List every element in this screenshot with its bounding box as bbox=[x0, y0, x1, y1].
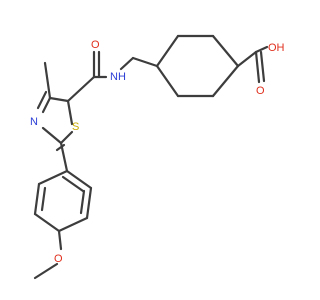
cyclohexane-ring bbox=[155, 34, 240, 98]
bond-th-c2-double bbox=[55, 143, 66, 152]
bond-th-c5-s bbox=[66, 99, 74, 126]
bond-c-o-double-1 bbox=[254, 50, 261, 84]
atom-s-label: S bbox=[72, 121, 79, 133]
amide-bonds bbox=[66, 50, 108, 103]
atom-oh-label: OH bbox=[268, 42, 285, 54]
bond-ph-5 bbox=[33, 182, 41, 216]
bond-ph-4 bbox=[33, 212, 61, 233]
bond-cy-1 bbox=[211, 34, 240, 68]
bond-o-ch3 bbox=[33, 262, 59, 280]
bond-th-c4-n-double bbox=[36, 90, 48, 110]
atom-nh-label: NH bbox=[110, 71, 126, 83]
thiazole-ring bbox=[36, 90, 74, 152]
linker-bonds bbox=[119, 56, 159, 71]
phenyl-ring bbox=[33, 141, 93, 233]
bond-th-n-c2 bbox=[41, 126, 63, 145]
bond-cy-6 bbox=[211, 64, 240, 98]
bond-ph-double-b bbox=[79, 189, 86, 215]
bond-amide-thiazole bbox=[66, 75, 96, 103]
carboxylic-acid-bonds bbox=[236, 45, 269, 84]
atom-o-methoxy-label: O bbox=[54, 253, 63, 265]
bond-ph-o bbox=[57, 229, 63, 251]
bond-cy-3 bbox=[155, 34, 180, 68]
bond-ch2-n bbox=[119, 56, 135, 71]
bond-ring-ch2 bbox=[131, 56, 159, 68]
bond-th-c2-s bbox=[59, 130, 74, 145]
bond-th-c4-n bbox=[41, 96, 52, 114]
bond-c-o-double-2 bbox=[259, 50, 266, 83]
bond-c-oh bbox=[254, 45, 269, 54]
atom-o-carboxyl-label: O bbox=[256, 85, 265, 97]
bond-th-phenyl bbox=[59, 141, 69, 173]
bond-ph-double-c bbox=[61, 175, 85, 193]
structure-canvas: OH O O NH N S O bbox=[30, 34, 285, 280]
bond-ph-2 bbox=[85, 186, 93, 220]
bond-ph-6 bbox=[37, 169, 69, 186]
bond-ph-3 bbox=[57, 216, 89, 233]
bond-ph-1 bbox=[65, 169, 93, 190]
methoxy-bonds bbox=[33, 229, 63, 280]
bond-methyl bbox=[43, 61, 52, 100]
bond-cy-4 bbox=[155, 64, 180, 98]
bond-ph-double-a bbox=[40, 186, 47, 212]
methyl-bond bbox=[43, 61, 52, 100]
atom-o-amide-label: O bbox=[91, 39, 100, 51]
molecule-diagram: OH O O NH N S O bbox=[30, 34, 285, 280]
bond-ring-c-cooh bbox=[236, 50, 258, 68]
atom-n-label: N bbox=[30, 116, 38, 128]
bond-th-c5-c4 bbox=[48, 96, 70, 103]
